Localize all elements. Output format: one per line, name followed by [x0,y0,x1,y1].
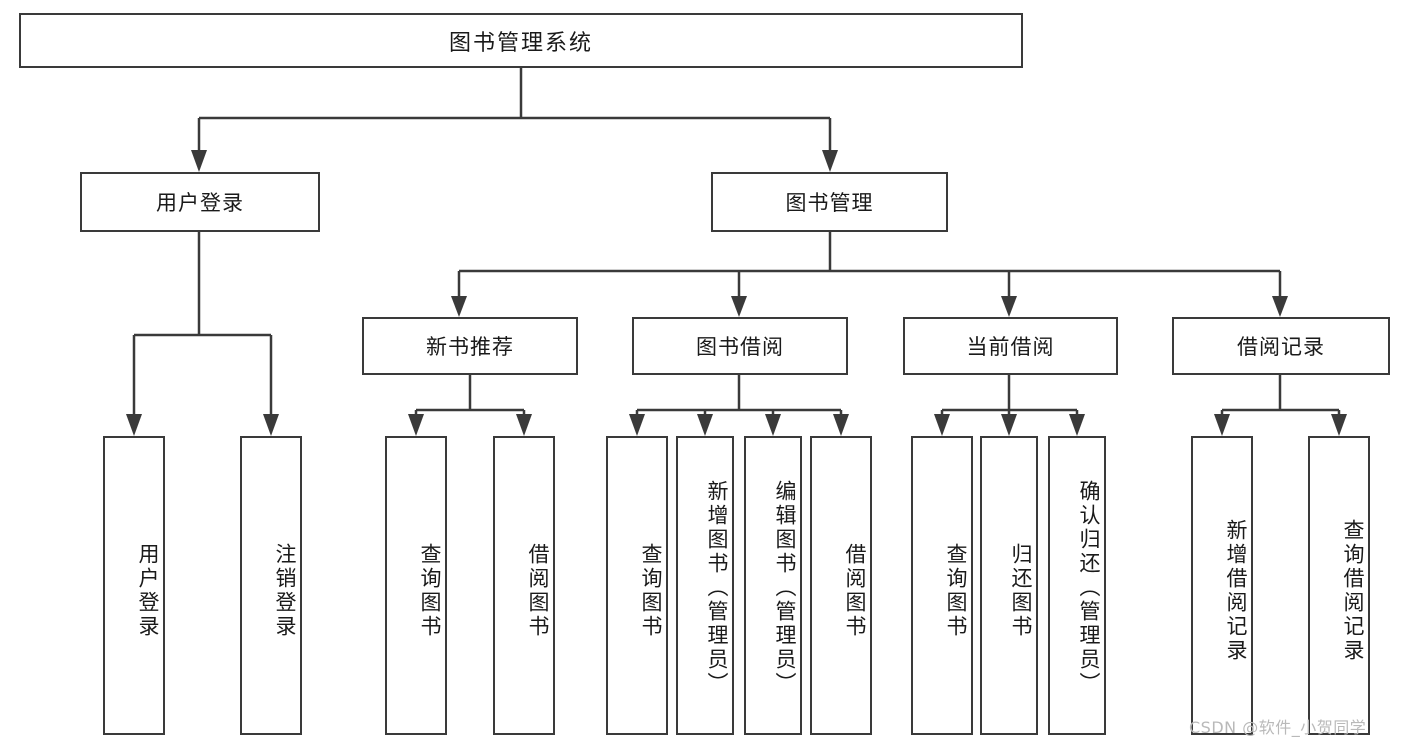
node-leaf-user-login[interactable]: 用户登录 [103,436,165,735]
arrowhead-leaf-current-1 [934,414,950,436]
node-user-login[interactable]: 用户登录 [80,172,320,232]
arrowhead-book-borrow [731,296,747,317]
node-leaf-current-return-book[interactable]: 归还图书 [980,436,1038,735]
node-leaf-current-confirm-return-admin[interactable]: 确认归还（管理员） [1048,436,1106,735]
arrowhead-user-login [191,150,207,172]
arrowhead-leaf-borrow-4 [833,414,849,436]
node-book-borrow[interactable]: 图书借阅 [632,317,848,375]
arrowhead-current-borrow [1001,296,1017,317]
arrowhead-leaf-current-3 [1069,414,1085,436]
node-root-system[interactable]: 图书管理系统 [19,13,1023,68]
node-new-book-recommend[interactable]: 新书推荐 [362,317,578,375]
arrowhead-leaf-record-2 [1331,414,1347,436]
node-leaf-borrow-edit-book-admin[interactable]: 编辑图书（管理员） [744,436,802,735]
node-leaf-borrow-query-book[interactable]: 查询图书 [606,436,668,735]
arrowhead-leaf-borrow-1 [629,414,645,436]
arrowhead-leaf-borrow-2 [697,414,713,436]
node-borrow-record[interactable]: 借阅记录 [1172,317,1390,375]
node-current-borrow[interactable]: 当前借阅 [903,317,1118,375]
arrowhead-book-management [822,150,838,172]
arrowhead-borrow-record [1272,296,1288,317]
csdn-watermark: CSDN @软件_小贺同学 [1189,718,1367,737]
arrowhead-leaf-record-1 [1214,414,1230,436]
arrowhead-leaf-recommend-2 [516,414,532,436]
arrowhead-leaf-recommend-1 [408,414,424,436]
arrowhead-leaf-user-1 [126,414,142,436]
arrowhead-new-book-recommend [451,296,467,317]
node-leaf-borrow-borrow-book[interactable]: 借阅图书 [810,436,872,735]
node-leaf-borrow-add-book-admin[interactable]: 新增图书（管理员） [676,436,734,735]
node-leaf-user-logout[interactable]: 注销登录 [240,436,302,735]
arrowhead-leaf-borrow-3 [765,414,781,436]
node-leaf-record-add-record[interactable]: 新增借阅记录 [1191,436,1253,735]
node-book-management[interactable]: 图书管理 [711,172,948,232]
node-leaf-recommend-query-book[interactable]: 查询图书 [385,436,447,735]
node-leaf-record-query-record[interactable]: 查询借阅记录 [1308,436,1370,735]
node-leaf-current-query-book[interactable]: 查询图书 [911,436,973,735]
arrowhead-leaf-current-2 [1001,414,1017,436]
node-leaf-recommend-borrow-book[interactable]: 借阅图书 [493,436,555,735]
arrow-heads [126,150,1347,436]
arrowhead-leaf-user-2 [263,414,279,436]
